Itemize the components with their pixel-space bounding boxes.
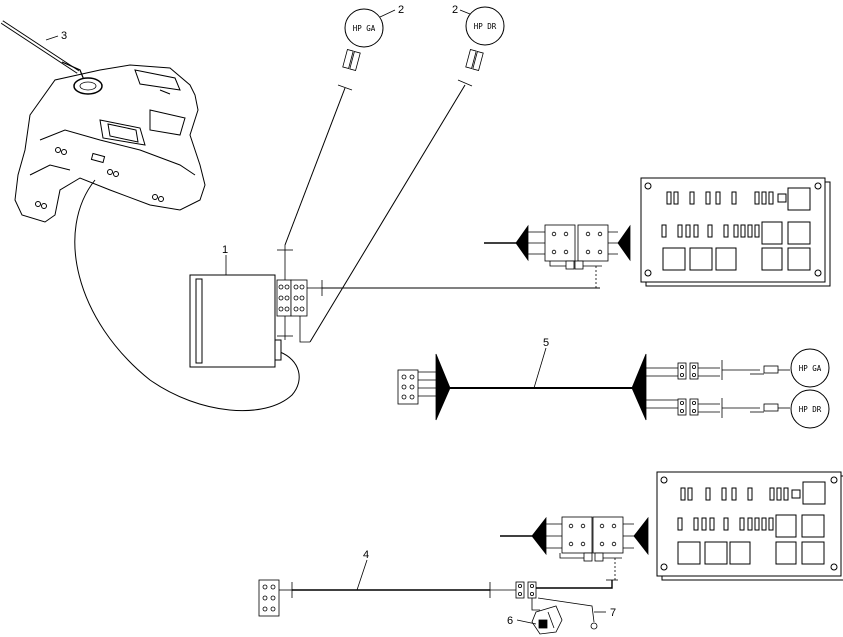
antenna-cable bbox=[74, 179, 300, 412]
callout-6: 6 bbox=[507, 615, 513, 627]
relay-assembly-bottom bbox=[500, 516, 649, 580]
callout-5: 5 bbox=[543, 337, 549, 349]
fuse-box-top bbox=[640, 177, 831, 287]
speaker-top-left: HP GA 2 bbox=[337, 4, 404, 91]
ground-terminal bbox=[590, 622, 598, 630]
connector-component bbox=[531, 605, 563, 635]
speaker-top-right: HP DR 2 bbox=[452, 4, 505, 87]
antenna bbox=[0, 20, 103, 95]
callout-6-leader bbox=[516, 619, 537, 625]
callout-5-leader bbox=[533, 347, 547, 389]
speaker-mid-right-label: HP DR bbox=[799, 405, 822, 414]
callout-4: 4 bbox=[363, 549, 369, 561]
radio-unit bbox=[189, 274, 282, 368]
speaker-mid-left: HP GA bbox=[790, 348, 830, 388]
callout-1: 1 bbox=[222, 244, 228, 256]
relay-assembly-top bbox=[484, 224, 631, 288]
speaker-top-right-label: HP DR bbox=[474, 22, 497, 31]
speaker-mid-right: HP DR bbox=[790, 389, 830, 429]
fuse-box-bottom bbox=[656, 471, 843, 581]
speaker-top-left-label: HP GA bbox=[353, 24, 376, 33]
bottom-harness bbox=[258, 579, 618, 623]
speaker-mid-left-label: HP GA bbox=[799, 364, 822, 373]
callout-7: 7 bbox=[610, 607, 616, 619]
radio-wire-tags bbox=[277, 245, 323, 343]
callout-4-leader bbox=[356, 559, 368, 591]
callout-2-left: 2 bbox=[398, 4, 404, 16]
radio-connector-block bbox=[276, 279, 308, 317]
callout-2-right: 2 bbox=[452, 4, 458, 16]
speaker-wire-right bbox=[309, 84, 466, 343]
speaker-wire-left bbox=[284, 87, 346, 246]
dashboard-panel bbox=[14, 64, 206, 223]
speaker-harness bbox=[397, 353, 790, 421]
callout-3: 3 bbox=[61, 30, 67, 42]
callout-3-leader bbox=[45, 35, 59, 41]
